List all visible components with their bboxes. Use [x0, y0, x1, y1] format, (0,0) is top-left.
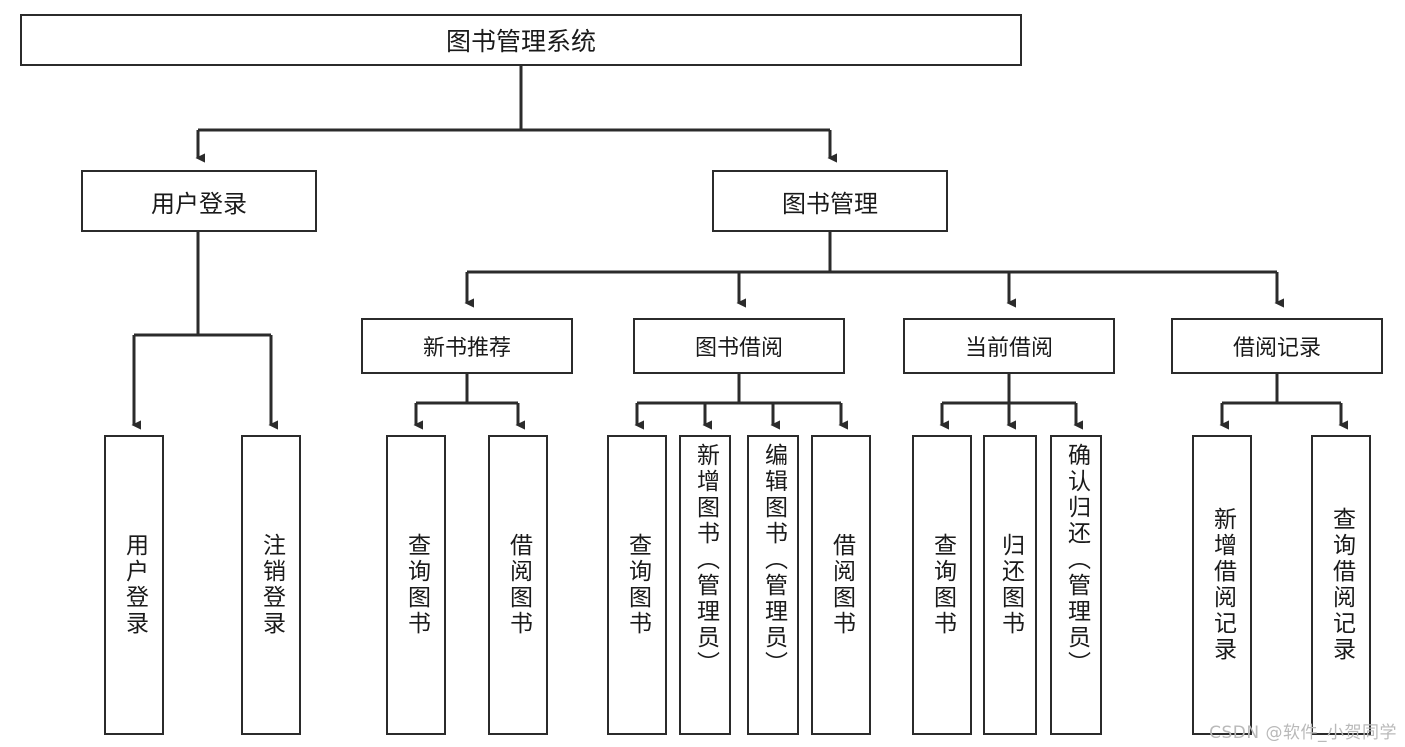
node-book-borrow[interactable]: 图书借阅 [633, 318, 845, 374]
node-new-book-recommend[interactable]: 新书推荐 [361, 318, 573, 374]
csdn-watermark: CSDN @软件_小贺同学 [1209, 723, 1397, 743]
node-root[interactable]: 图书管理系统 [20, 14, 1022, 66]
leaf-add-book-admin-label: 新增图书（管理员） [692, 443, 719, 677]
leaf-add-borrow-record[interactable]: 新增借阅记录 [1192, 435, 1252, 735]
leaf-query-borrow-record-label: 查询借阅记录 [1328, 507, 1355, 663]
leaf-confirm-return-admin[interactable]: 确认归还（管理员） [1050, 435, 1102, 735]
node-new-book-recommend-label: 新书推荐 [422, 336, 511, 361]
leaf-query-book-recommend-label: 查询图书 [403, 533, 430, 637]
leaf-borrow-book-borrow-label: 借阅图书 [828, 533, 855, 637]
node-book-management-label: 图书管理 [782, 189, 878, 218]
leaf-return-book[interactable]: 归还图书 [983, 435, 1037, 735]
leaf-add-book-admin[interactable]: 新增图书（管理员） [679, 435, 731, 735]
leaf-query-book-borrow[interactable]: 查询图书 [607, 435, 667, 735]
leaf-query-book-current[interactable]: 查询图书 [912, 435, 972, 735]
node-root-label: 图书管理系统 [445, 27, 596, 56]
node-borrow-record[interactable]: 借阅记录 [1171, 318, 1383, 374]
leaf-logout-label: 注销登录 [258, 533, 285, 637]
leaf-return-book-label: 归还图书 [997, 533, 1024, 637]
leaf-query-borrow-record[interactable]: 查询借阅记录 [1311, 435, 1371, 735]
leaf-user-login[interactable]: 用户登录 [104, 435, 164, 735]
node-current-borrow[interactable]: 当前借阅 [903, 318, 1115, 374]
leaf-logout[interactable]: 注销登录 [241, 435, 301, 735]
node-user-login[interactable]: 用户登录 [81, 170, 317, 232]
leaf-borrow-book-recommend-label: 借阅图书 [505, 533, 532, 637]
leaf-query-book-current-label: 查询图书 [929, 533, 956, 637]
leaf-edit-book-admin-label: 编辑图书（管理员） [760, 443, 787, 677]
leaf-user-login-label: 用户登录 [121, 533, 148, 637]
node-borrow-record-label: 借阅记录 [1232, 336, 1321, 361]
node-book-borrow-label: 图书借阅 [694, 336, 783, 361]
node-book-management[interactable]: 图书管理 [712, 170, 948, 232]
leaf-borrow-book-borrow[interactable]: 借阅图书 [811, 435, 871, 735]
leaf-query-book-recommend[interactable]: 查询图书 [386, 435, 446, 735]
leaf-query-book-borrow-label: 查询图书 [624, 533, 651, 637]
leaf-confirm-return-admin-label: 确认归还（管理员） [1063, 443, 1090, 677]
leaf-add-borrow-record-label: 新增借阅记录 [1209, 507, 1236, 663]
leaf-edit-book-admin[interactable]: 编辑图书（管理员） [747, 435, 799, 735]
node-current-borrow-label: 当前借阅 [964, 336, 1053, 361]
leaf-borrow-book-recommend[interactable]: 借阅图书 [488, 435, 548, 735]
node-user-login-label: 用户登录 [151, 189, 247, 218]
